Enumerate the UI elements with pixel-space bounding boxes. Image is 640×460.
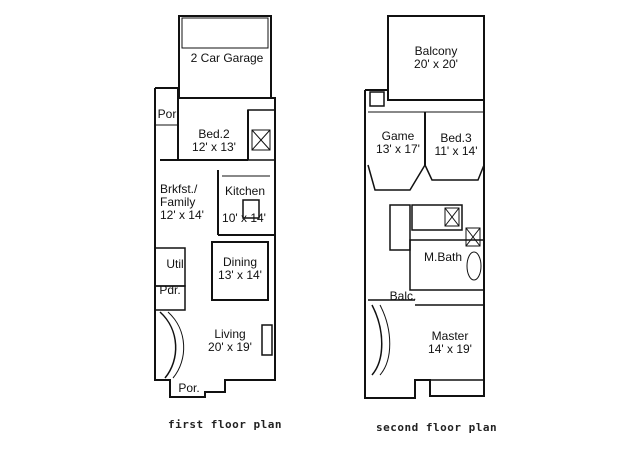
dining-name: Dining (222, 255, 258, 269)
breakfast-name2: Family (160, 195, 196, 209)
bed3-size: 11' x 14' (434, 144, 478, 158)
label-balcony: Balcony 20' x 20' (400, 45, 472, 71)
bath-box-b (465, 227, 481, 247)
kitchen-name: Kitchen (224, 184, 266, 198)
fireplace (261, 324, 273, 356)
first-floor-stair-inner (167, 311, 185, 379)
label-game: Game 13' x 17' (370, 130, 426, 156)
master-name: Master (431, 329, 469, 343)
kitchen-island (242, 199, 260, 219)
label-garage: 2 Car Garage (186, 52, 268, 65)
garage-name: 2 Car Garage (190, 51, 264, 65)
label-porch-top: Por (156, 108, 178, 121)
label-porch-bottom: Por. (174, 382, 204, 395)
game-name: Game (381, 129, 415, 143)
bath-fixture-diag-b (251, 129, 271, 151)
breakfast-size: 12' x 14' (160, 208, 204, 222)
living-size: 20' x 19' (208, 340, 252, 354)
label-master-bath: M.Bath (418, 251, 468, 264)
game-size: 13' x 17' (376, 142, 420, 156)
pdr-wall (154, 285, 186, 311)
bath-box-a-diag2 (444, 207, 460, 227)
second-floor-caption: second floor plan (376, 421, 497, 434)
first-floor-caption-text: first floor plan (168, 418, 282, 431)
master-bath-name: M.Bath (423, 250, 462, 264)
master-size: 14' x 19' (428, 342, 472, 356)
bath-box-a (444, 207, 460, 227)
dining-size: 13' x 14' (218, 268, 262, 282)
bath-fixture-a (251, 129, 271, 151)
bed3-bottom (424, 164, 485, 181)
breakfast-name: Brkfst./ (160, 182, 198, 196)
living-name: Living (214, 327, 246, 341)
label-dining: Dining 13' x 14' (214, 256, 266, 282)
balc-name: Balc. (389, 289, 417, 303)
game-bottom (367, 164, 426, 191)
second-floor-caption-text: second floor plan (376, 421, 498, 434)
dining-wall (211, 241, 269, 301)
first-floor-walls (154, 15, 276, 398)
bath-block-left (389, 204, 411, 251)
master-bath-wall (409, 239, 485, 291)
porch-bottom-name: Por. (178, 381, 200, 395)
label-master: Master 14' x 19' (420, 330, 480, 356)
second-floor-stair (371, 304, 383, 376)
balcony-name: Balcony (414, 44, 458, 58)
label-kitchen: Kitchen (220, 185, 270, 198)
util-name: Util (166, 257, 184, 271)
balcony-size: 20' x 20' (414, 57, 458, 71)
second-floor-walls (364, 15, 485, 399)
bath-box-b-diag2 (465, 227, 481, 247)
porch-top-name: Por (157, 107, 177, 121)
tub (466, 251, 482, 281)
second-floor-stair-inner (379, 304, 391, 376)
label-bed2: Bed.2 12' x 13' (183, 128, 245, 154)
label-bed3: Bed.3 11' x 14' (428, 132, 484, 158)
first-floor-stair (159, 311, 177, 379)
label-kitchen-size: 10' x 14' (218, 212, 270, 225)
label-breakfast: Brkfst./ Family 12' x 14' (160, 183, 216, 222)
powder-name: Pdr. (159, 283, 181, 297)
bed3-name: Bed.3 (440, 131, 472, 145)
bed2-size: 12' x 13' (192, 140, 236, 154)
garage-door (181, 17, 269, 49)
first-floor-caption: first floor plan (168, 418, 282, 431)
kitchen-size: 10' x 14' (222, 211, 266, 225)
label-util: Util (164, 258, 186, 271)
bed2-bath (247, 109, 276, 161)
label-living: Living 20' x 19' (200, 328, 260, 354)
bath-block-mid (411, 204, 463, 231)
master-wall (415, 304, 485, 381)
label-powder: Pdr. (156, 284, 184, 297)
bed2-name: Bed.2 (198, 127, 230, 141)
balcony-fixture (369, 91, 385, 107)
label-balc: Balc. (388, 290, 418, 303)
second-floor-outline (364, 89, 485, 399)
